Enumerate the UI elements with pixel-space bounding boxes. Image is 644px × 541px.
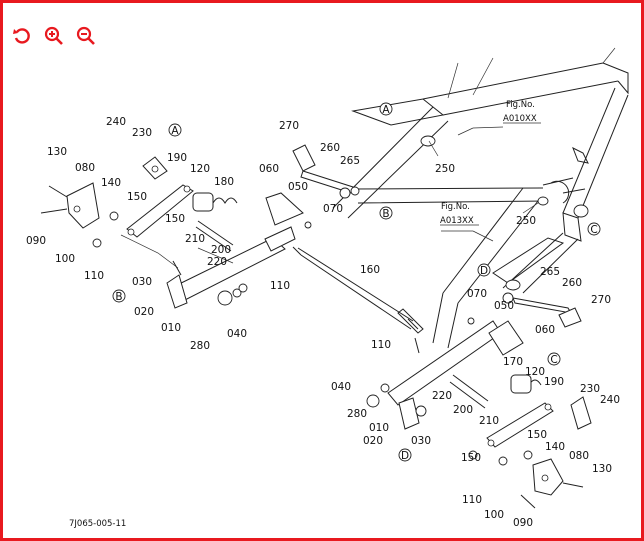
part-label-090: 090	[513, 517, 533, 529]
part-label-265: 265	[540, 266, 560, 278]
part-label-150: 150	[165, 213, 185, 225]
part-label-210: 210	[479, 415, 499, 427]
svg-text:D: D	[480, 265, 488, 277]
circle-letter-B-2: B	[112, 289, 126, 303]
part-label-200: 200	[453, 404, 473, 416]
part-label-240: 240	[600, 394, 620, 406]
part-label-190: 190	[167, 152, 187, 164]
part-label-240: 240	[106, 116, 126, 128]
svg-text:B: B	[382, 208, 389, 220]
part-label-040: 040	[331, 381, 351, 393]
part-label-190: 190	[544, 376, 564, 388]
parts-diagram: A A B B C C D D Fig.No. A010XX Fig.No. A…	[26, 47, 629, 529]
part-label-130: 130	[47, 146, 67, 158]
part-label-110: 110	[462, 494, 482, 506]
part-label-030: 030	[411, 435, 431, 447]
part-label-220: 220	[432, 390, 452, 402]
rotate-ccw-icon	[13, 28, 30, 44]
part-label-110: 110	[270, 280, 290, 292]
part-label-080: 080	[569, 450, 589, 462]
part-label-220: 220	[207, 256, 227, 268]
part-label-110: 110	[84, 270, 104, 282]
part-label-020: 020	[363, 435, 383, 447]
part-label-070: 070	[467, 288, 487, 300]
svg-text:B: B	[115, 291, 122, 303]
part-label-270: 270	[279, 120, 299, 132]
chassis-frame	[332, 47, 629, 349]
part-label-110: 110	[371, 339, 391, 351]
part-label-280: 280	[190, 340, 210, 352]
part-label-010: 010	[161, 322, 181, 334]
circle-letter-D-1: D	[477, 263, 491, 277]
fig-ref-a013-line2: A013XX	[440, 216, 474, 226]
part-label-180: 180	[214, 176, 234, 188]
svg-text:C: C	[550, 354, 557, 366]
zoom-out-button[interactable]	[75, 25, 97, 47]
part-label-265: 265	[340, 155, 360, 167]
part-label-150: 150	[461, 452, 481, 464]
circle-letter-C-2: C	[547, 352, 561, 366]
left-linkage	[40, 156, 304, 309]
viewer-toolbar	[11, 25, 97, 47]
part-label-170: 170	[503, 356, 523, 368]
fig-ref-a010-line2: A010XX	[503, 114, 537, 124]
circle-letter-B-1: B	[379, 206, 393, 220]
zoom-in-icon	[44, 26, 63, 45]
rod-160	[292, 246, 424, 354]
part-label-200: 200	[211, 244, 231, 256]
part-label-060: 060	[535, 324, 555, 336]
figure-code: 7J065-005-11	[69, 519, 126, 529]
svg-text:A: A	[171, 125, 179, 137]
part-label-150: 150	[527, 429, 547, 441]
rotate-button[interactable]	[11, 25, 33, 47]
part-label-140: 140	[101, 177, 121, 189]
part-label-230: 230	[132, 127, 152, 139]
part-label-030: 030	[132, 276, 152, 288]
part-label-100: 100	[484, 509, 504, 521]
part-label-230: 230	[580, 383, 600, 395]
part-label-160: 160	[360, 264, 380, 276]
part-label-070: 070	[323, 203, 343, 215]
circle-letter-A-2: A	[379, 102, 393, 116]
part-label-280: 280	[347, 408, 367, 420]
part-label-260: 260	[320, 142, 340, 154]
part-label-210: 210	[185, 233, 205, 245]
part-label-060: 060	[259, 163, 279, 175]
right-linkage	[292, 144, 592, 509]
part-label-090: 090	[26, 235, 46, 247]
part-label-050: 050	[288, 181, 308, 193]
circle-letter-C-1: C	[587, 222, 601, 236]
zoom-in-button[interactable]	[43, 25, 65, 47]
circle-letter-D-2: D	[398, 448, 412, 462]
part-labels: 2402301901201801401501501300800901001102…	[26, 116, 620, 529]
part-label-130: 130	[592, 463, 612, 475]
part-label-050: 050	[494, 300, 514, 312]
zoom-out-icon	[76, 26, 95, 45]
part-label-120: 120	[525, 366, 545, 378]
part-label-020: 020	[134, 306, 154, 318]
part-label-080: 080	[75, 162, 95, 174]
part-label-260: 260	[562, 277, 582, 289]
svg-text:D: D	[401, 450, 409, 462]
part-label-120: 120	[190, 163, 210, 175]
circle-letter-A-1: A	[168, 123, 182, 137]
svg-text:A: A	[382, 104, 390, 116]
part-label-150: 150	[127, 191, 147, 203]
fig-ref-a010-line1: Fig.No.	[506, 100, 535, 110]
part-label-270: 270	[591, 294, 611, 306]
svg-text:C: C	[590, 224, 597, 236]
part-label-140: 140	[545, 441, 565, 453]
part-label-100: 100	[55, 253, 75, 265]
fig-leaders	[428, 126, 539, 242]
part-label-010: 010	[369, 422, 389, 434]
part-label-250: 250	[516, 215, 536, 227]
part-label-040: 040	[227, 328, 247, 340]
part-label-250: 250	[435, 163, 455, 175]
fig-ref-a013-line1: Fig.No.	[441, 202, 470, 212]
